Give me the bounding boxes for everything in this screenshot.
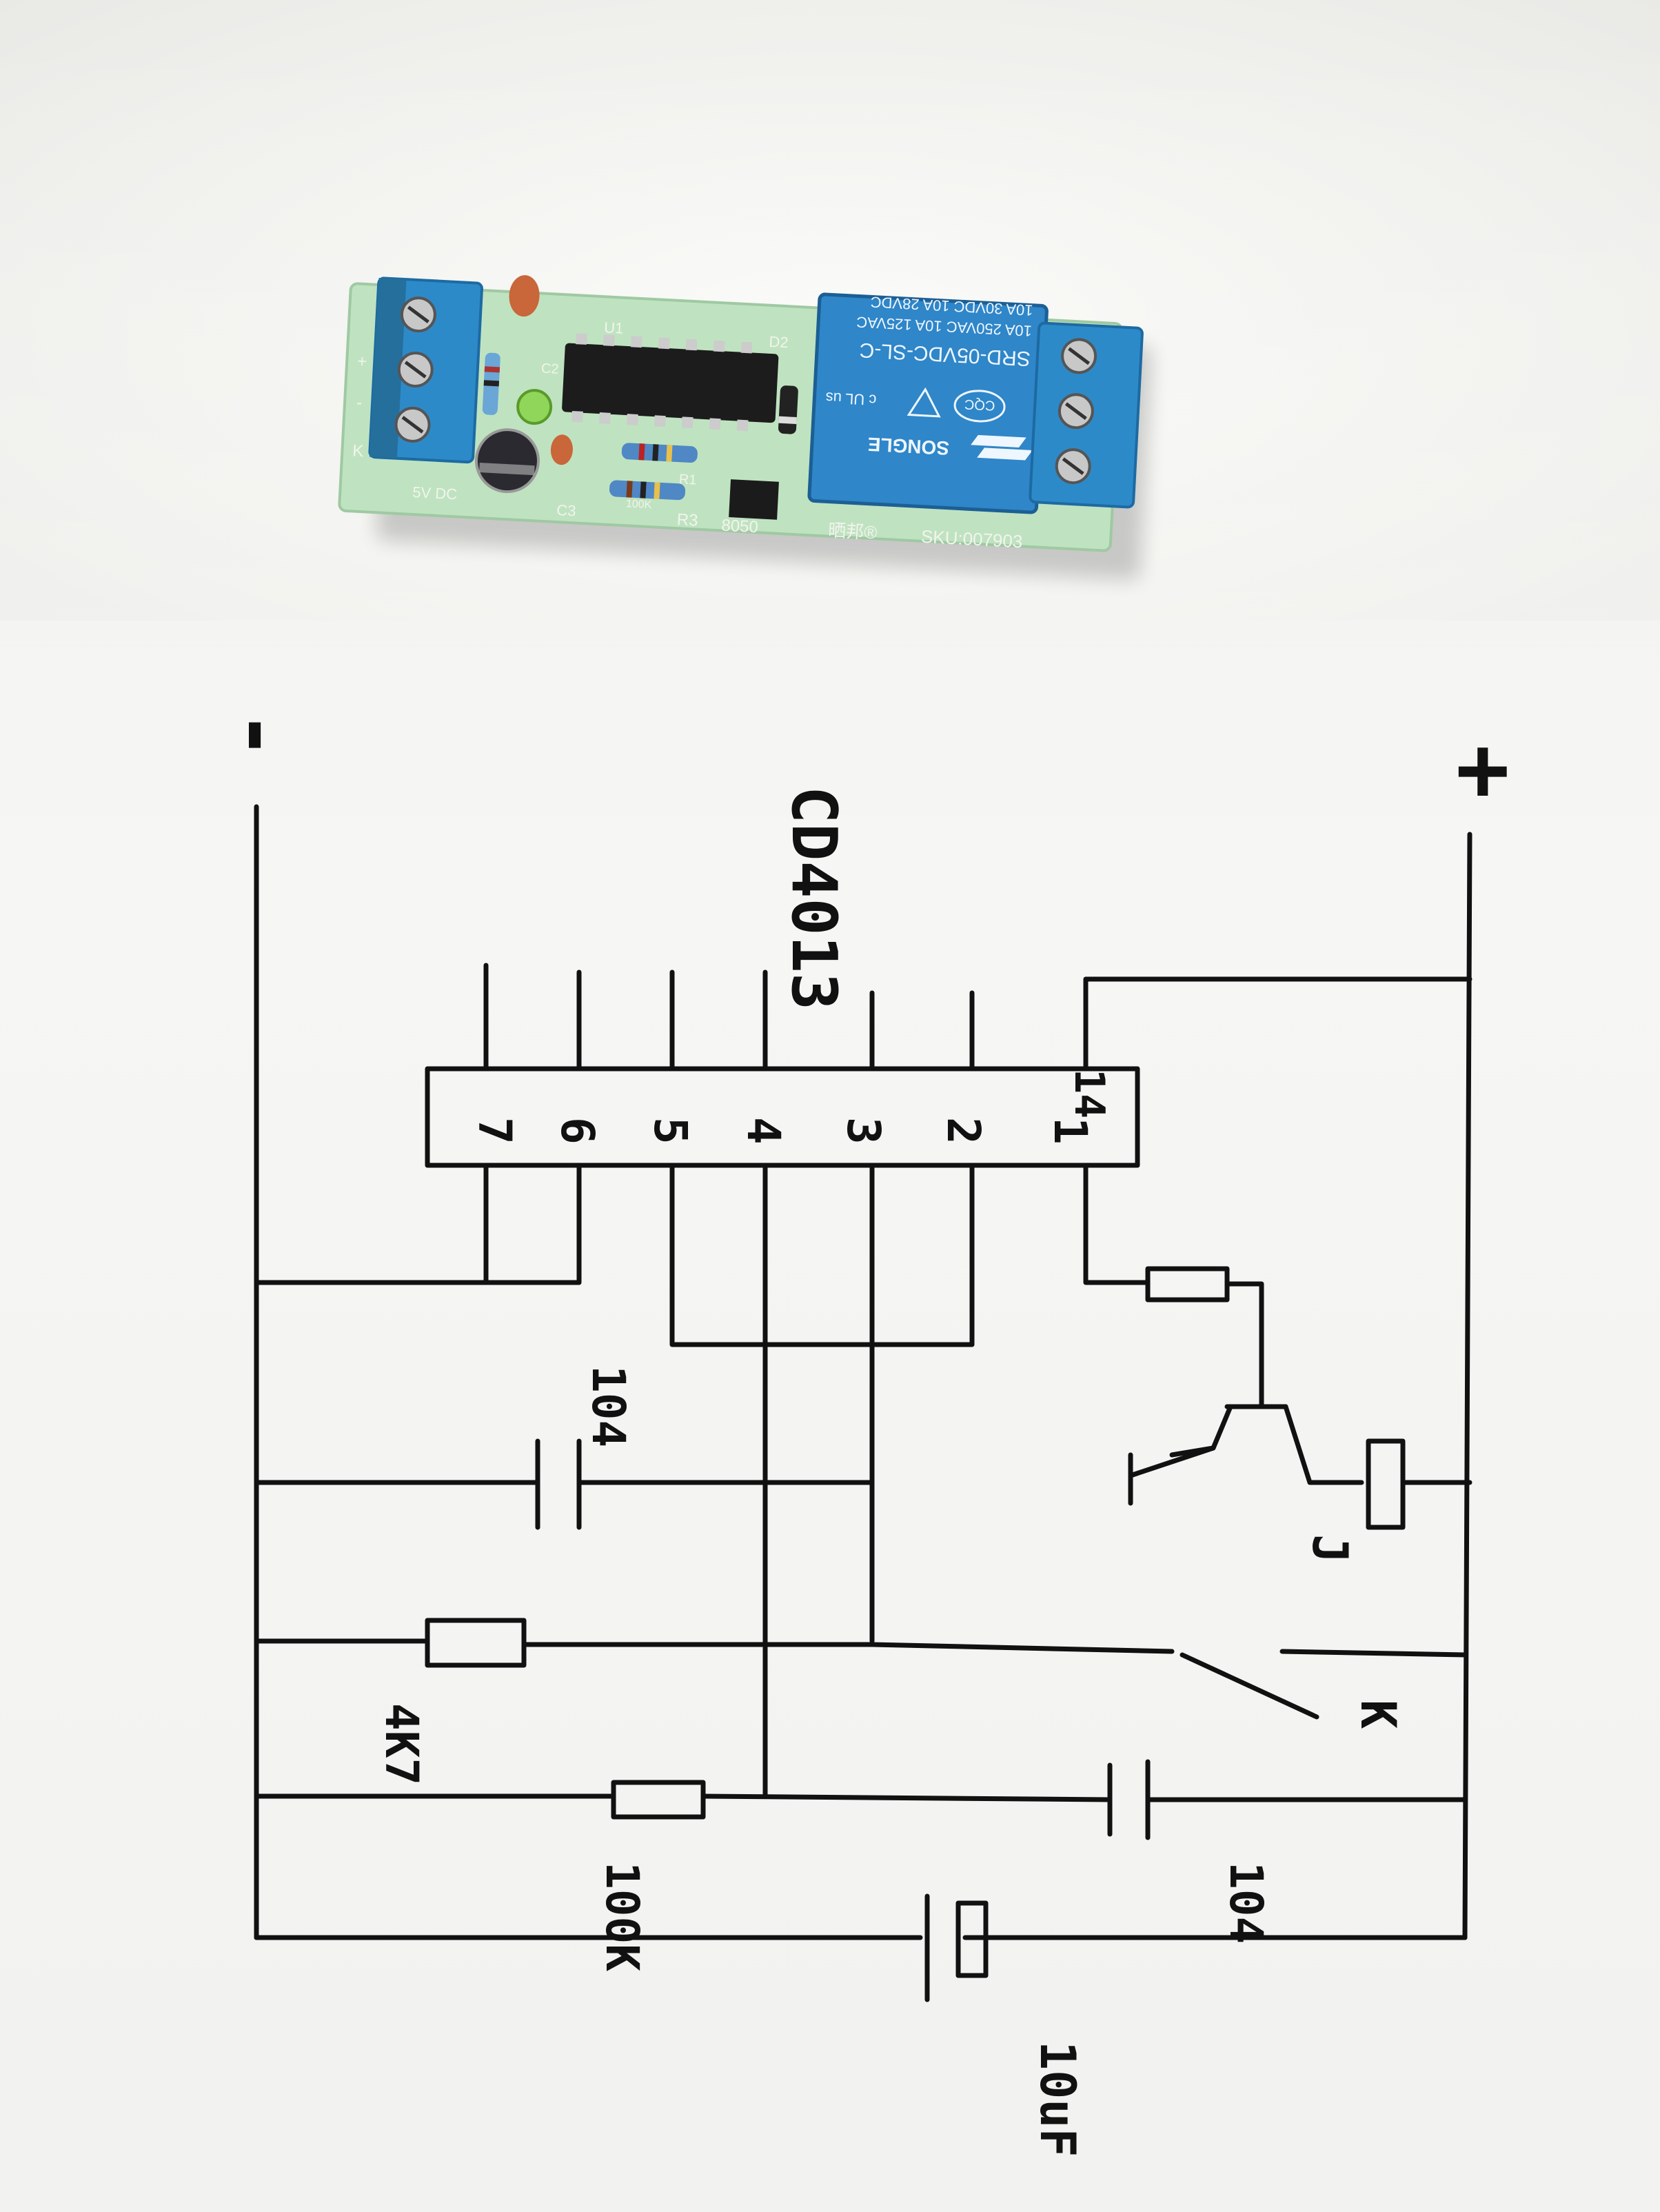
relay-warning-icon [907,387,941,418]
silk-8050: 8050 [721,516,759,537]
silk-5v-dc: 5V DC [412,483,458,503]
silk-100k: 100K [626,498,653,511]
ic-body [425,1066,1140,1168]
silk-plus: + [357,352,367,372]
silk-r1: R1 [678,472,697,487]
pin-14: 14 [1065,1069,1113,1118]
silk-k: K [352,441,364,461]
capacitor-104-upper [535,1438,582,1530]
pin-5: 5 [644,1117,697,1145]
relay-module-photo: SRD-05VDC-SL-C 10A 250VAC 10A 125VAC 10A… [338,275,1152,580]
resistor-4k7 [425,1618,527,1668]
pin-6: 6 [551,1117,604,1145]
cap-104-upper-label: 104 [582,1365,635,1447]
pins-5-2-wire [669,1163,975,1347]
npn-transistor [1128,1404,1364,1506]
plus-rail-label: + [1433,745,1538,798]
ic-u1 [562,333,779,432]
silk-c3: C3 [556,501,576,519]
relay-switch-k [1180,1652,1319,1720]
transistor-8050 [729,479,779,520]
left-terminal-block [368,276,483,464]
cap-104-lower-label: 104 [1219,1862,1273,1944]
ic-part-label: CD4013 [778,786,850,1010]
silk-d2: D2 [769,333,789,351]
pcb: SRD-05VDC-SL-C 10A 250VAC 10A 125VAC 10A… [338,275,1144,552]
res-4k7-label: 4K7 [375,1703,428,1785]
relay-coil [1366,1438,1406,1530]
relay-ul-mark: c UL us [825,389,877,409]
pin-2: 2 [937,1117,990,1145]
switch-k-label: K [1350,1700,1406,1729]
silk-c2: C2 [540,361,559,377]
pins-7-6-ground-wire [254,1163,582,1285]
pin1-wire [1083,1163,1151,1285]
pin-3: 3 [837,1117,890,1145]
minus-rail-label: - [211,710,307,760]
resistor-100k [611,1780,706,1820]
relay-coil-label: J [1302,1534,1358,1563]
positive-rail [1462,832,1472,1940]
cap-10uf-label: 10uF [1029,2041,1086,2158]
silk-minus: - [356,394,362,412]
base-resistor [1145,1266,1230,1303]
pin-7: 7 [468,1117,521,1145]
relay-brand: SONGLE [867,433,950,459]
pin-4: 4 [737,1117,790,1145]
led [516,389,553,425]
silk-brand-cn: 晒邦® [828,520,878,543]
capacitor-104-lower [1107,1759,1151,1840]
ceramic-capacitor-c2 [509,275,540,317]
relay-cqc-mark: CQC [964,396,995,413]
pin14-wire [1083,976,1472,1072]
electrolytic-capacitor [474,428,540,494]
right-terminal-block [1029,321,1144,509]
relay: SRD-05VDC-SL-C 10A 250VAC 10A 125VAC 10A… [807,292,1049,514]
pin-1: 1 [1044,1117,1097,1145]
silk-u1: U1 [604,319,624,336]
res-100k-label: 100K [596,1862,649,1971]
songle-logo-icon [971,434,1033,461]
electrolytic-cap-10uf [955,1900,989,1978]
silk-r3: R3 [676,510,698,530]
